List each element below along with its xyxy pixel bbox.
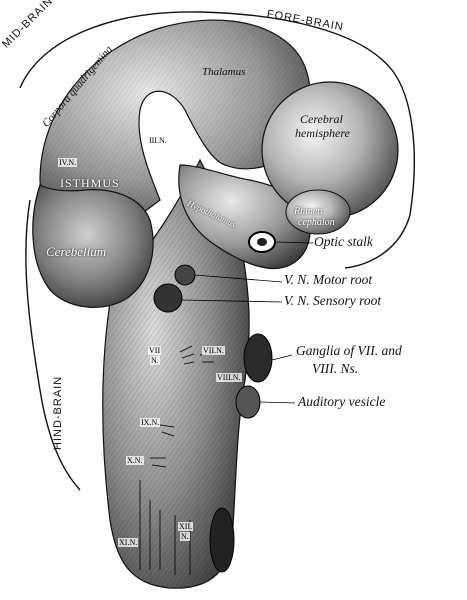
isthmus-label: ISTHMUS	[60, 176, 120, 190]
ganglia-shape	[243, 333, 273, 383]
v-motor-root-callout: V. N. Motor root	[284, 272, 373, 287]
rhinencephalon-shape	[285, 189, 351, 235]
nerve-x-label: X.N.	[126, 456, 144, 465]
nerve-ix-label: IX.N.	[140, 418, 161, 427]
nerve-vii-left-n-label: N.	[150, 356, 160, 365]
nerve-vii-left-label: VII	[148, 346, 162, 355]
region-outline	[19, 11, 415, 269]
leader-lines	[181, 241, 314, 404]
ganglia-callout-2: VIII. Ns.	[312, 361, 359, 376]
cerebellum-label: Cerebellum	[46, 244, 107, 259]
thalamus-label: Thalamus	[202, 66, 246, 78]
rhinencephalon-label-2: cephalon	[298, 217, 335, 228]
cerebral-hemisphere-label-1: Cerebral	[300, 112, 343, 126]
v-sensory-root-callout: V. N. Sensory root	[284, 293, 382, 308]
nerve-xii-n-label: N.	[180, 532, 190, 541]
hind-brain-label: HIND-BRAIN	[52, 375, 64, 450]
nerve-xii-label: XII.	[178, 522, 194, 531]
nerve-viii-label: VIII.N.	[216, 373, 242, 382]
optic-stalk-callout: Optic stalk	[314, 234, 373, 249]
nerve-iv-label: IV.N.	[58, 158, 78, 167]
cerebellum-shape	[32, 184, 154, 308]
rhinencephalon-label-1: Rhinen	[294, 206, 323, 217]
nerve-iii-label: III.N.	[148, 136, 168, 145]
sensory-root-blob	[153, 283, 183, 313]
ganglia-callout-1: Ganglia of VII. and	[296, 343, 402, 358]
nerve-vii-right-label: VII.N.	[202, 346, 225, 355]
region-outline-hindbrain	[25, 199, 81, 491]
nerve-xi-label: XI.N.	[118, 538, 139, 547]
cerebral-hemisphere-label-2: hemisphere	[295, 126, 350, 140]
auditory-vesicle-callout: Auditory vesicle	[298, 394, 386, 409]
auditory-vesicle-shape	[235, 385, 261, 419]
midbrain-hatching	[40, 20, 311, 230]
motor-root-blob	[174, 264, 196, 286]
stem-cut-end	[209, 507, 235, 573]
